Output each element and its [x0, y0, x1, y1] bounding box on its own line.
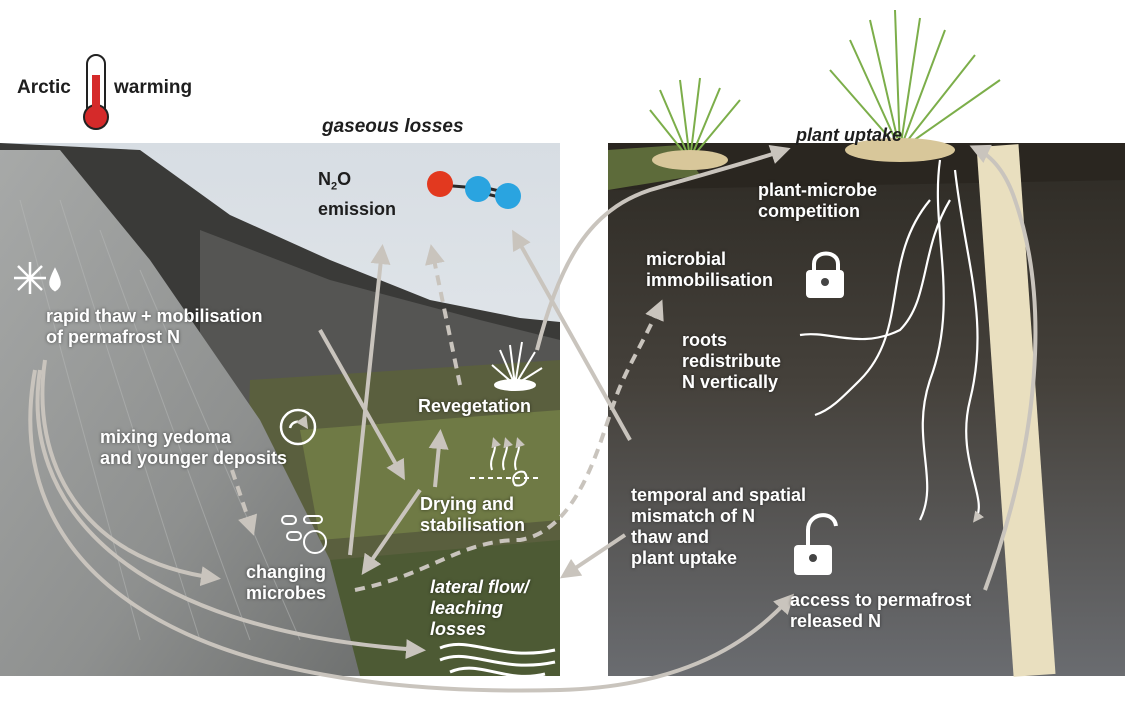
roots-lines [799, 159, 985, 523]
competition-label: plant-microbe competition [758, 180, 878, 221]
padlock-open-icon [794, 513, 838, 575]
mixing-label: mixing yedoma and younger deposits [100, 427, 288, 468]
right-photo [608, 143, 1125, 677]
n2o-molecule-icon [427, 171, 521, 209]
immobilisation-label: microbial immobilisation [646, 249, 774, 290]
mixing-cycle-icon [279, 408, 317, 446]
revegetation-label: Revegetation [418, 396, 532, 416]
mismatch-label: temporal and spatial mismatch of N thaw … [631, 485, 807, 568]
changing-microbes-label: changing microbes [246, 562, 327, 603]
n2o-emission-label: N2O emission [318, 168, 396, 220]
n2o-sub: 2 [331, 180, 338, 193]
gaseous-losses-title: gaseous losses [322, 116, 464, 137]
drying-steam-icon [470, 437, 540, 487]
n2o-n: N [318, 169, 331, 189]
grass-tuft-icon [649, 9, 1001, 161]
drying-label: Drying and stabilisation [420, 494, 526, 535]
padlock-locked-icon [806, 251, 844, 298]
thermometer-icon [83, 54, 109, 130]
n2o-o: O [337, 169, 352, 189]
revegetation-plant-icon [491, 341, 543, 391]
arctic-label: Arctic [17, 77, 71, 98]
left-photo [0, 143, 560, 676]
dashed-arrows [230, 244, 664, 592]
n2o-emission-word: emission [318, 198, 397, 219]
water-waves-icon [439, 642, 556, 678]
lateral-flow-label: lateral flow/ leaching losses [430, 577, 530, 639]
warming-label: warming [114, 77, 193, 98]
snowflake-droplet-icon [14, 262, 61, 294]
flow-arrows [28, 144, 1038, 693]
roots-label: roots redistribute N vertically [682, 330, 782, 392]
microbes-icon [281, 515, 327, 554]
plant-uptake-title: plant uptake [796, 125, 903, 145]
access-label: access to permafrost released N [790, 590, 972, 631]
rapid-thaw-label: rapid thaw + mobilisation of permafrost … [46, 306, 263, 347]
